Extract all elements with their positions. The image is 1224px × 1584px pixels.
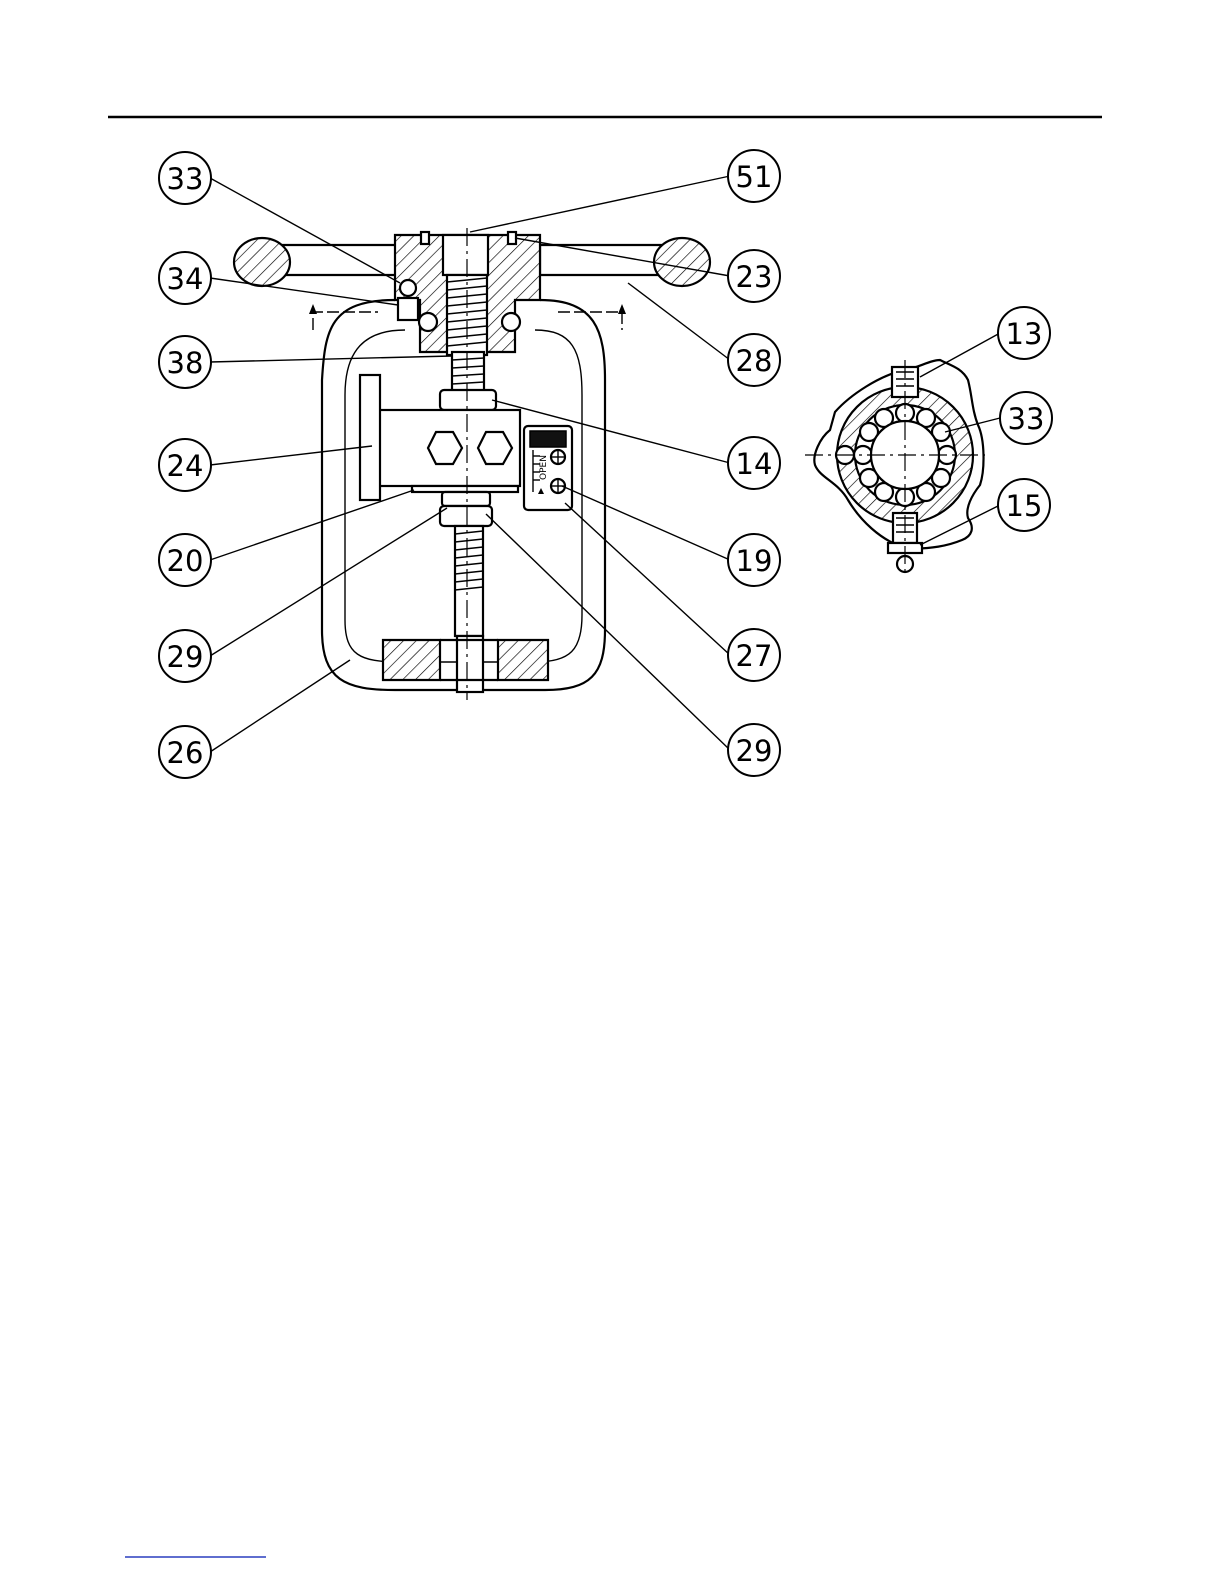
callout-20: 20 [159,534,211,586]
svg-text:15: 15 [1006,489,1043,523]
callout-19: 19 [728,534,780,586]
svg-text:26: 26 [167,736,204,770]
main-assembly-view: OPEN [234,228,710,700]
svg-text:33: 33 [1008,402,1045,436]
svg-text:28: 28 [736,344,773,378]
callout-24: 24 [159,439,211,491]
svg-text:20: 20 [167,544,204,578]
svg-text:19: 19 [736,544,773,578]
yoke-bottom-boss [383,640,440,680]
handwheel-rim-right [654,238,710,286]
svg-text:29: 29 [736,734,773,768]
svg-text:14: 14 [736,447,773,481]
callout-28: 28 [728,334,780,386]
bearing-ball [419,313,437,331]
callout-15: 15 [998,479,1050,531]
stroke-indicator-plate: OPEN [524,426,572,510]
callout-29-right: 29 [728,724,780,776]
valve-stem-lower [457,636,483,692]
svg-text:33: 33 [167,162,204,196]
bearing-section-view [805,360,985,575]
callout-26: 26 [159,726,211,778]
callout-38: 38 [159,336,211,388]
bearing-ball [400,280,416,296]
svg-text:13: 13 [1006,317,1043,351]
callout-27: 27 [728,629,780,681]
handwheel-rim-left [234,238,290,286]
open-label: OPEN [539,455,549,480]
lock-nut-upper [440,390,496,410]
callout-23: 23 [728,250,780,302]
callout-14: 14 [728,437,780,489]
svg-text:29: 29 [167,640,204,674]
callout-33-left: 33 [159,152,211,204]
callout-33-right: 33 [1000,392,1052,444]
svg-text:27: 27 [736,639,773,673]
callout-29-left: 29 [159,630,211,682]
svg-text:23: 23 [736,260,773,294]
callout-34: 34 [159,252,211,304]
hex-bolt-right [478,432,512,464]
svg-text:24: 24 [167,449,204,483]
svg-text:38: 38 [167,346,204,380]
svg-text:34: 34 [167,262,204,296]
callout-13: 13 [998,307,1050,359]
bearing-ball [502,313,520,331]
callout-51: 51 [728,150,780,202]
lock-nut-lower [442,492,490,506]
svg-text:51: 51 [736,160,773,194]
hex-bolt-left [428,432,462,464]
